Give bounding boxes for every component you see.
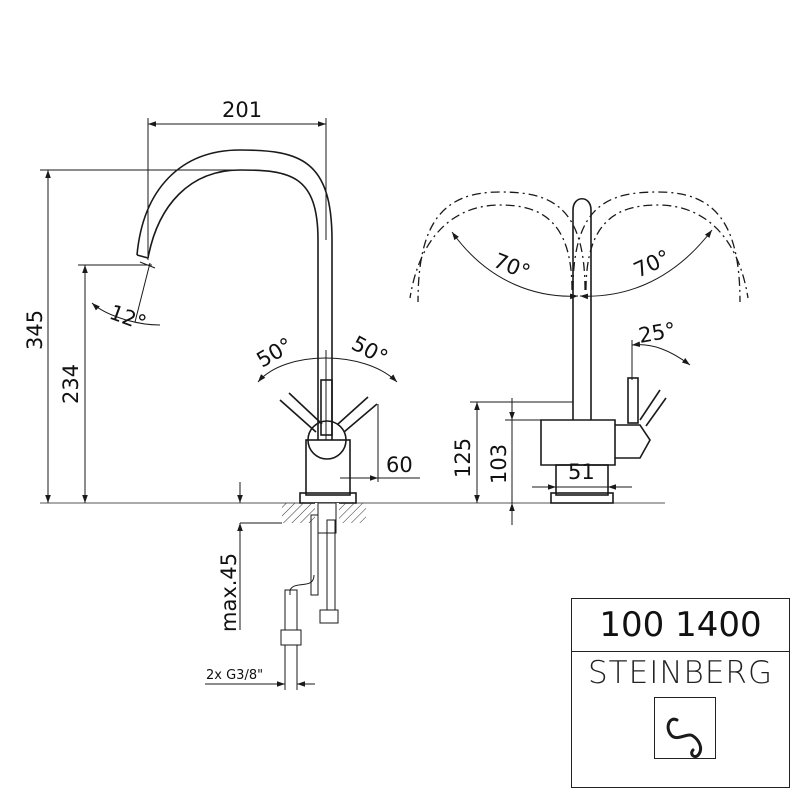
brand-name: STEINBERG	[588, 655, 773, 691]
dim-max-deck-thickness: max.45	[217, 553, 241, 632]
side-view-dimension-lines	[40, 118, 420, 687]
dim-spout-swivel-left: 70°	[490, 248, 534, 284]
dim-spout-reach: 201	[222, 98, 262, 122]
steinberg-logo-icon	[654, 697, 716, 759]
dim-base-diameter: 51	[568, 460, 595, 484]
dim-body-height: 125	[451, 438, 475, 478]
dim-handle-left-angle: 50°	[253, 333, 297, 372]
dim-total-height: 345	[23, 310, 47, 350]
side-view-faucet	[136, 149, 378, 690]
dim-handle-tilt-angle: 25°	[637, 318, 678, 348]
dim-connection-hoses: 2x G3/8"	[206, 668, 263, 683]
dim-handle-offset: 60	[386, 453, 413, 477]
front-view-dimension-lines	[451, 229, 713, 525]
title-block: 100 1400 STEINBERG	[571, 598, 790, 788]
dim-spout-swivel-right: 70°	[630, 245, 674, 282]
dim-handle-height: 103	[487, 444, 511, 484]
dim-handle-right-angle: 50°	[348, 331, 392, 370]
dim-outlet-height: 234	[59, 364, 83, 404]
model-number: 100 1400	[572, 599, 789, 652]
dim-outlet-angle: 12°	[106, 300, 149, 335]
